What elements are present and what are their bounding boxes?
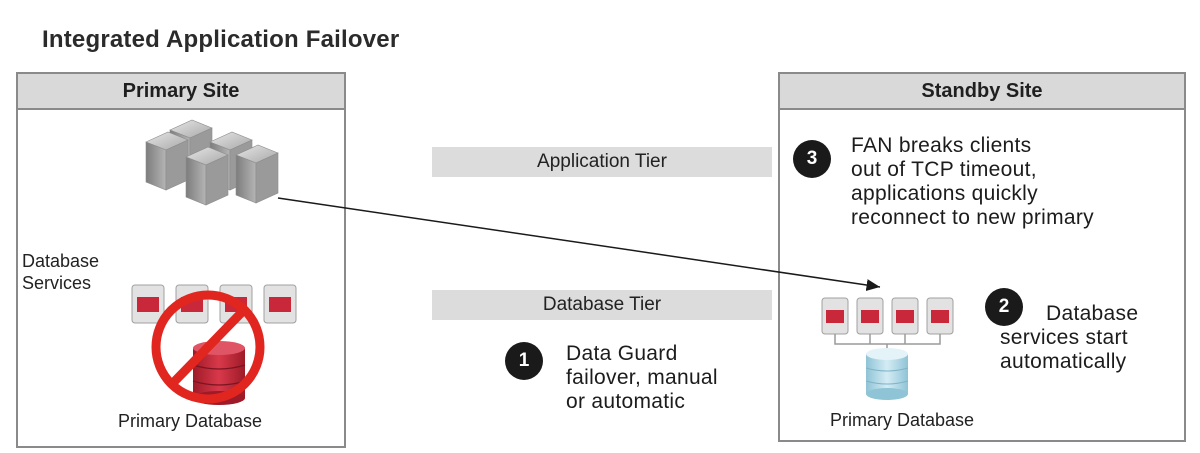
- step-3-badge: 3: [793, 140, 831, 178]
- step-1-text: Data Guard failover, manual or automatic: [566, 342, 718, 414]
- standby-site-header: Standby Site: [780, 74, 1184, 110]
- application-tier-band: Application Tier: [432, 147, 772, 177]
- primary-db-label: Primary Database: [118, 411, 263, 431]
- service-instance-icon: [926, 297, 954, 335]
- step-1-line: Data Guard: [566, 342, 678, 365]
- service-instance-icon: [856, 297, 884, 335]
- service-instance-icon: [821, 297, 849, 335]
- step-2-line: Database: [1046, 302, 1139, 325]
- database-tier-band: Database Tier: [432, 290, 772, 320]
- step-2-line: services start: [1000, 326, 1128, 349]
- database-services-label: Database Services: [22, 250, 112, 294]
- step-3-line: applications quickly: [851, 182, 1038, 205]
- reconnect-arrow: [277, 197, 881, 291]
- standby-site-box: Standby Site: [778, 72, 1186, 442]
- step-3-text: FAN breaks clients out of TCP timeout, a…: [851, 134, 1094, 230]
- server-cluster-icon: [145, 119, 279, 206]
- database-services-text: Database Services: [22, 251, 100, 293]
- diagram-title: Integrated Application Failover: [42, 26, 400, 53]
- standby-database-icon: [865, 348, 909, 400]
- step-1-line: failover, manual: [566, 366, 718, 389]
- step-2-badge: 2: [985, 288, 1023, 326]
- failure-prohibit-icon: [151, 290, 265, 404]
- standby-db-label: Primary Database: [830, 410, 975, 430]
- step-1-badge: 1: [505, 342, 543, 380]
- service-instance-icon: [891, 297, 919, 335]
- step-3-line: reconnect to new primary: [851, 206, 1094, 229]
- primary-site-header: Primary Site: [18, 74, 344, 110]
- step-2-line: automatically: [1000, 350, 1127, 373]
- step-3-line: FAN breaks clients: [851, 134, 1032, 157]
- primary-service-instances: [131, 284, 297, 324]
- step-1-line: or automatic: [566, 390, 686, 413]
- service-instance-icon: [263, 284, 297, 324]
- standby-service-instances: [821, 297, 954, 335]
- step-3-line: out of TCP timeout,: [851, 158, 1037, 181]
- step-2-text: Database services start automatically: [1000, 302, 1138, 374]
- service-instance-icon: [131, 284, 165, 324]
